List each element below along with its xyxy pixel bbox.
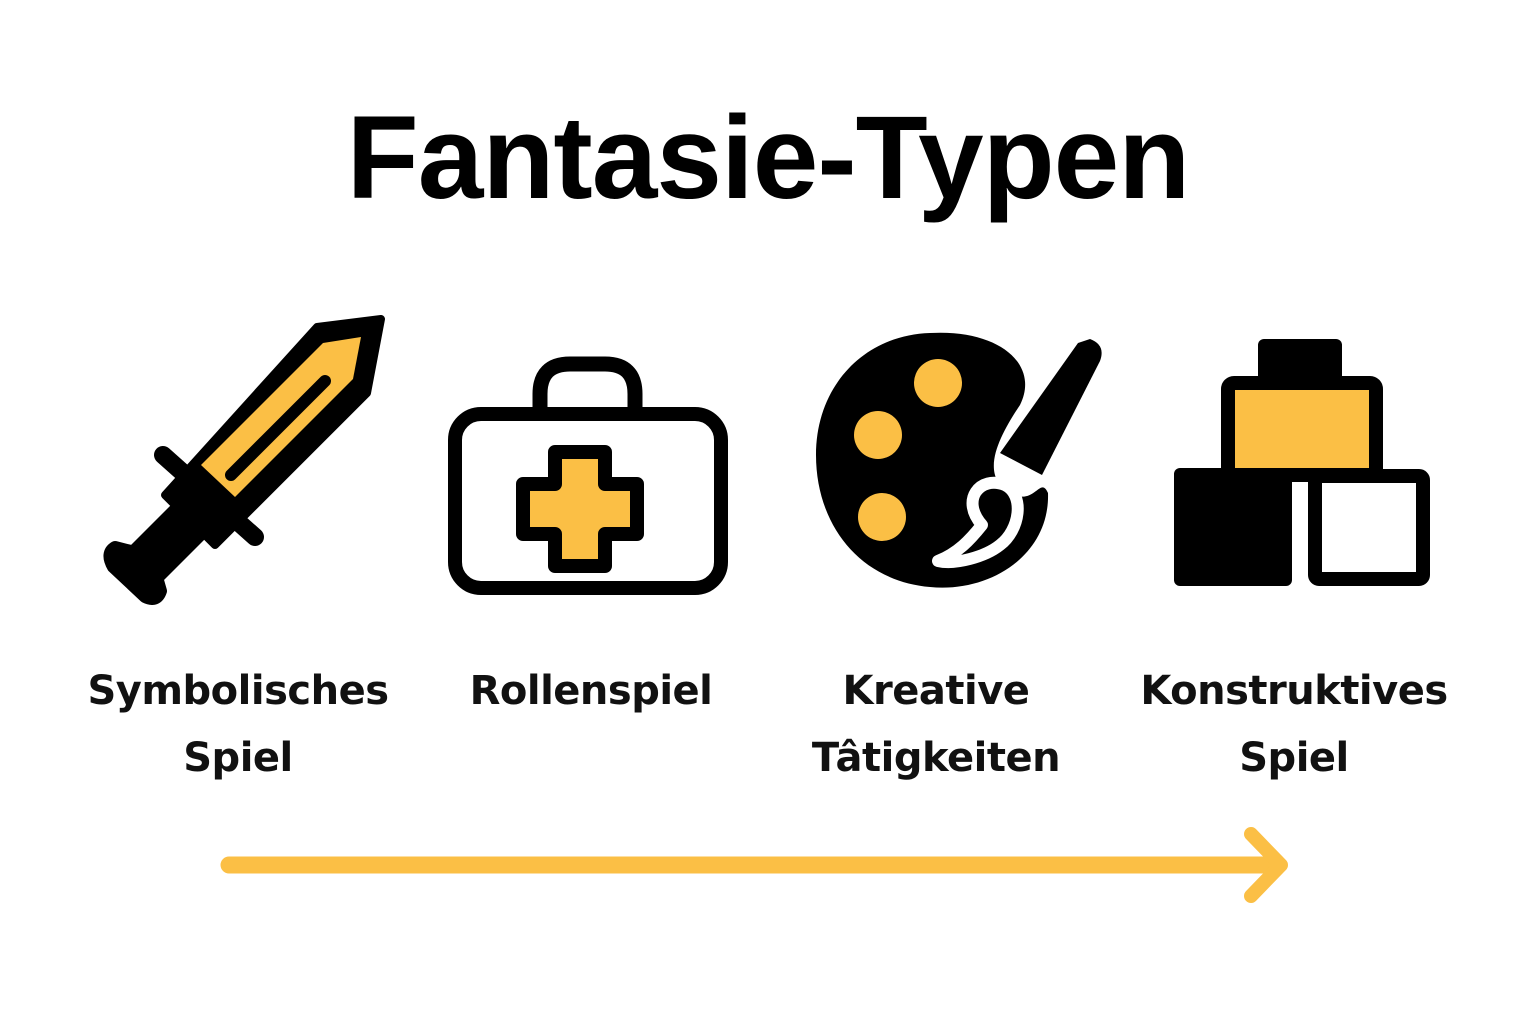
label-constructive-play: Konstruktives Spiel bbox=[1140, 668, 1448, 781]
page-title: Fantasie-Typen bbox=[346, 92, 1191, 224]
label-role-play: Rollenspiel bbox=[469, 668, 713, 714]
sword-icon bbox=[103, 315, 385, 605]
label-symbolic-play: Symbolisches Spiel bbox=[87, 668, 389, 781]
arrow-right-icon bbox=[220, 827, 1288, 903]
label-creative-activities: Kreative Tâtigkeiten bbox=[811, 668, 1061, 781]
palette-brush-icon bbox=[816, 332, 1102, 588]
building-blocks-icon bbox=[1174, 339, 1430, 586]
first-aid-kit-icon bbox=[448, 356, 728, 595]
